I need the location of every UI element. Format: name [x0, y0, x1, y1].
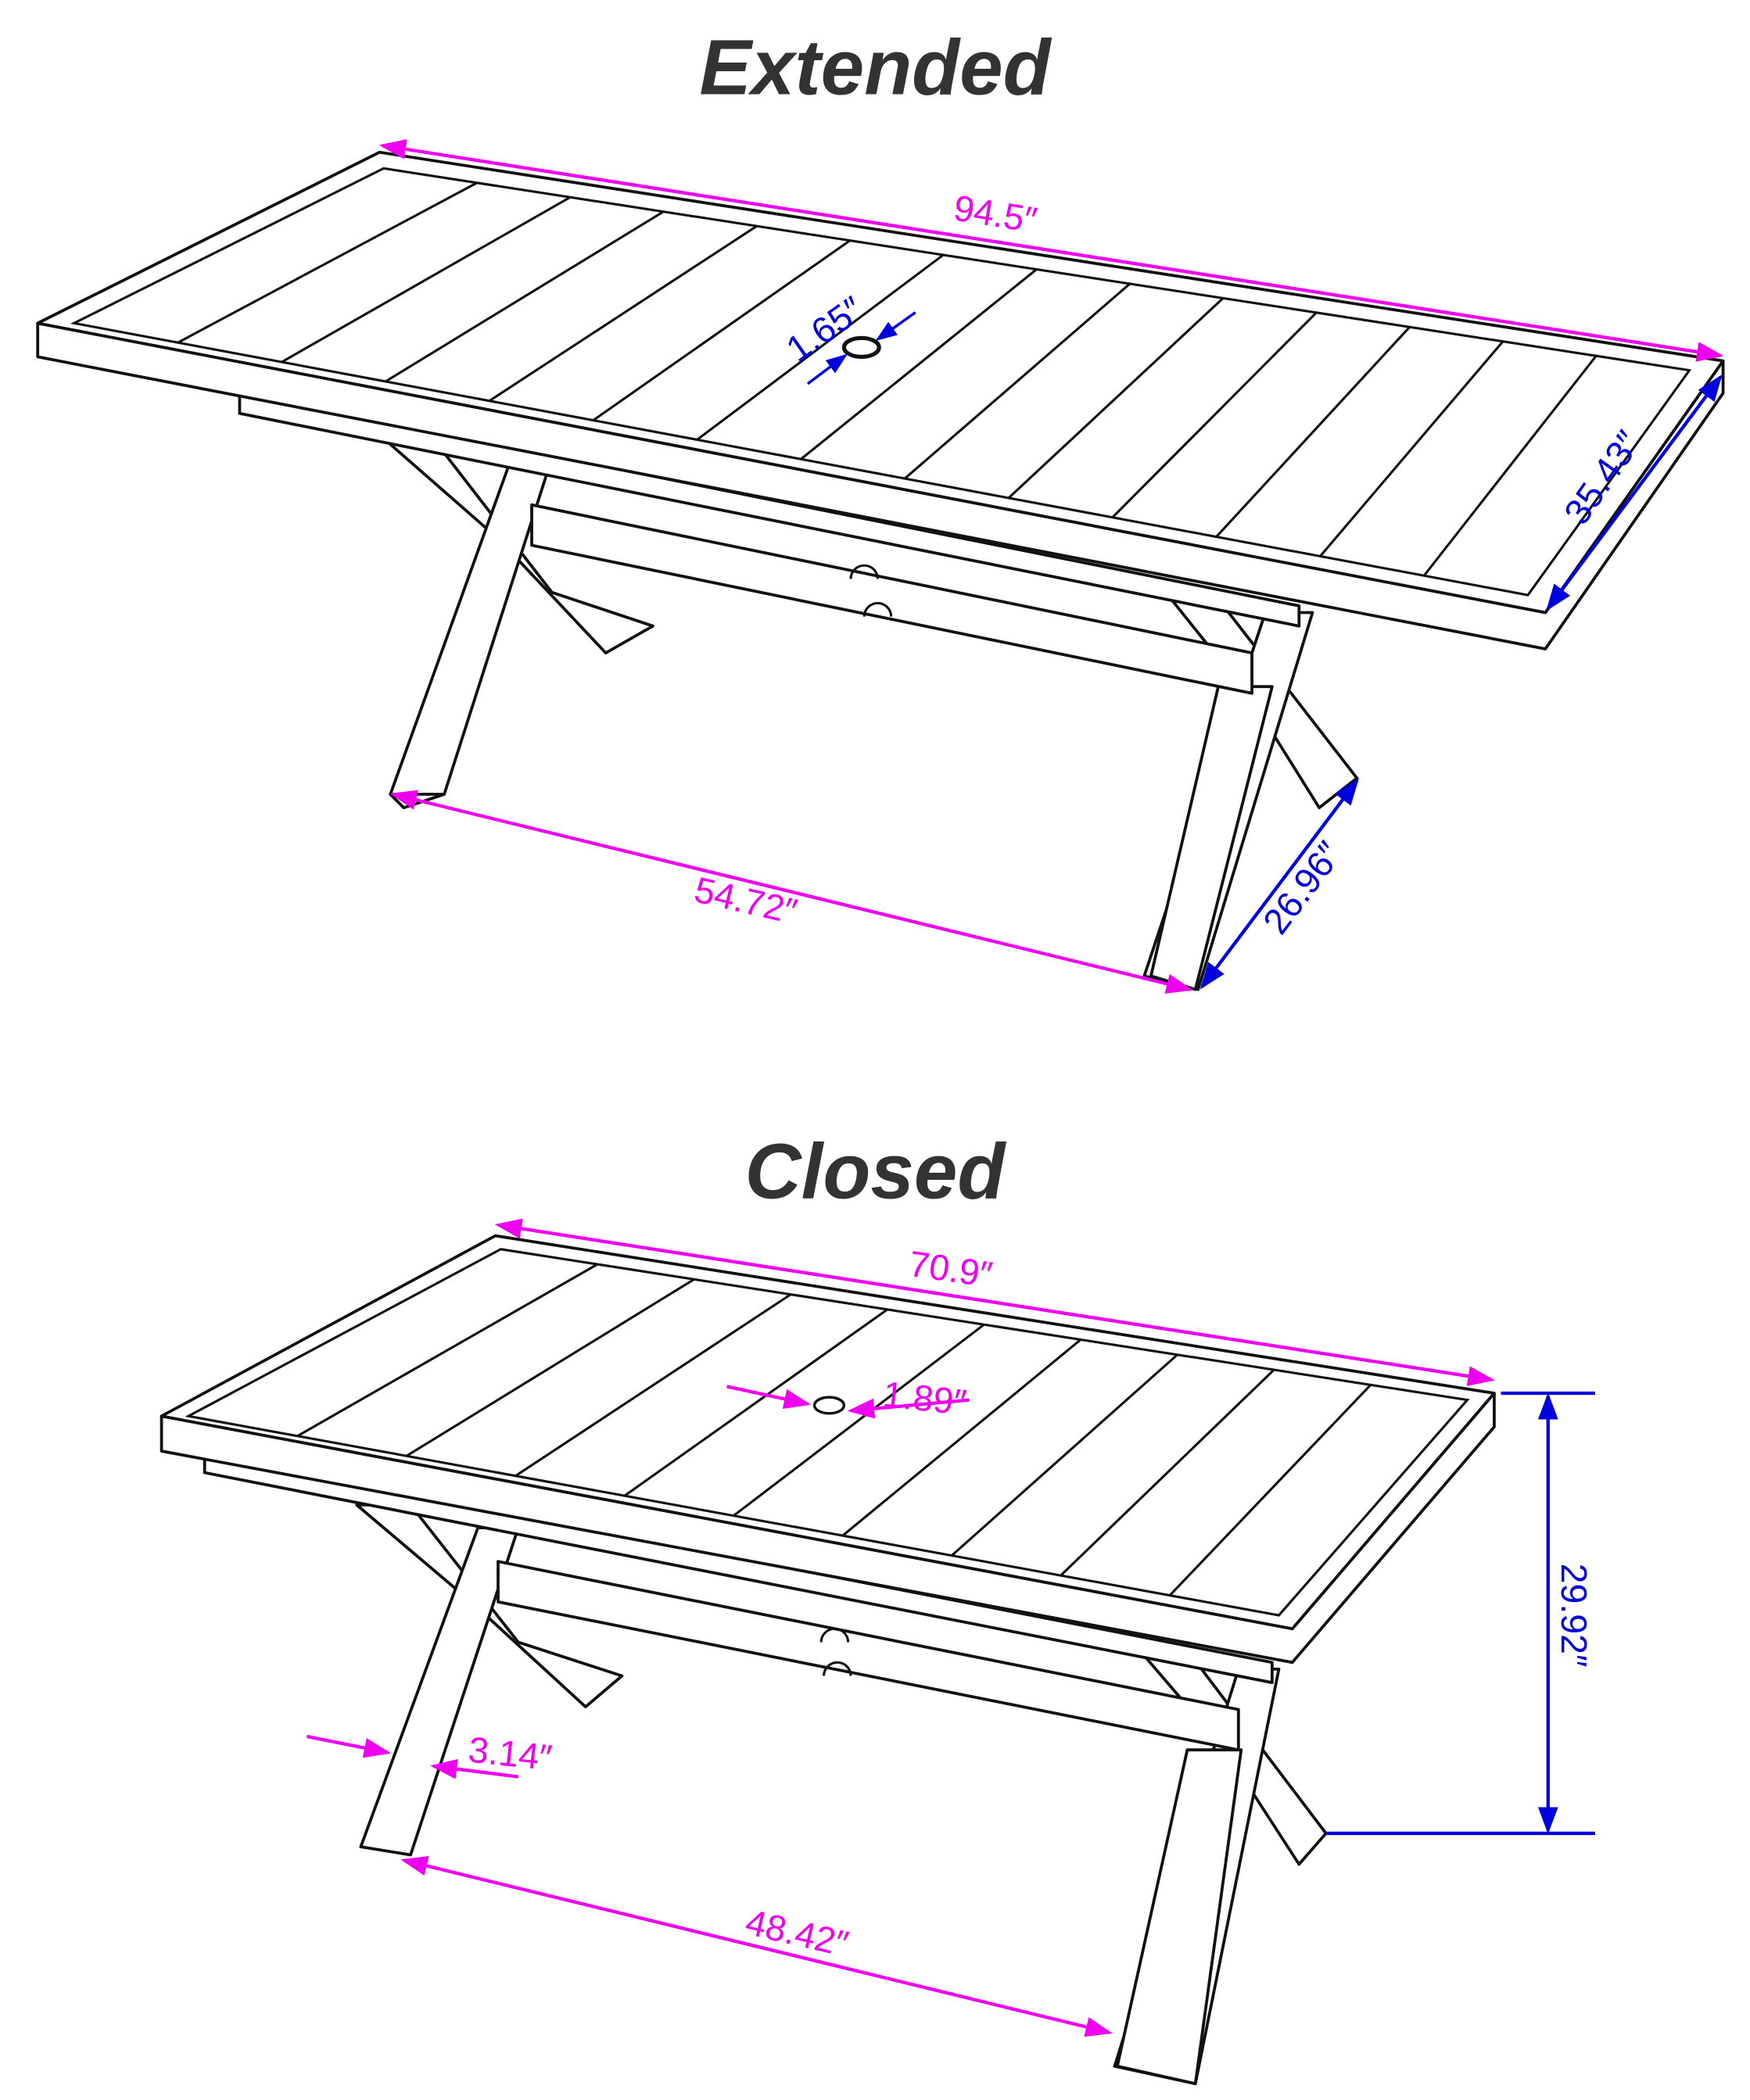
extended-width-dim-line	[1546, 374, 1723, 611]
extended-stretcher	[530, 503, 1253, 695]
plank-line	[1060, 1368, 1275, 1577]
closed-title: Closed	[745, 1128, 1007, 1215]
extended-leg-span-dim-line	[389, 790, 1194, 994]
leg-width-dim-line-right	[430, 1758, 519, 1779]
extended-leg-span-label: 54.72″	[690, 869, 801, 933]
closed-length-label: 70.9″	[906, 1243, 995, 1295]
closed-left-legs	[355, 1503, 624, 1857]
extended-length-dim-line	[378, 139, 1724, 362]
extended-table	[36, 150, 1725, 991]
closed-umbrella-hole	[812, 1396, 846, 1415]
closed-leg-width-label: 3.14″	[467, 1729, 554, 1779]
extended-leg-depth-dim-line	[1200, 778, 1359, 990]
closed-length-dim-line	[494, 1218, 1495, 1386]
umbrella-hole	[841, 335, 881, 359]
plank-line	[951, 1353, 1178, 1557]
plank-line	[1319, 340, 1504, 557]
plank-line	[1168, 1384, 1372, 1597]
leg-width-dim-line-left	[307, 1734, 392, 1758]
closed-top-surface	[160, 1234, 1496, 1631]
umbrella-hole-dim-line-right	[875, 311, 916, 342]
extended-length-label: 94.5″	[951, 188, 1040, 241]
extended-left-legs	[389, 443, 654, 810]
extended-title: Extended	[699, 25, 1052, 112]
closed-hole-dim-line-left	[726, 1385, 812, 1410]
height-dim	[1325, 1391, 1596, 1836]
closed-stretcher	[497, 1560, 1240, 1752]
closed-height-label: 29.92″	[1554, 1564, 1594, 1668]
plank-line	[1215, 326, 1411, 538]
closed-table	[160, 1234, 1496, 2086]
closed-hole-dim-line-right	[847, 1398, 970, 1419]
umbrella-hole-dim-line-left	[806, 353, 848, 385]
extended-apron	[238, 391, 1301, 628]
extended-leg-depth-label: 26.96″	[1255, 834, 1350, 941]
closed-leg-span-dim-line	[400, 1855, 1113, 2037]
closed-umbrella-hole-label: 1.89″	[881, 1374, 969, 1423]
